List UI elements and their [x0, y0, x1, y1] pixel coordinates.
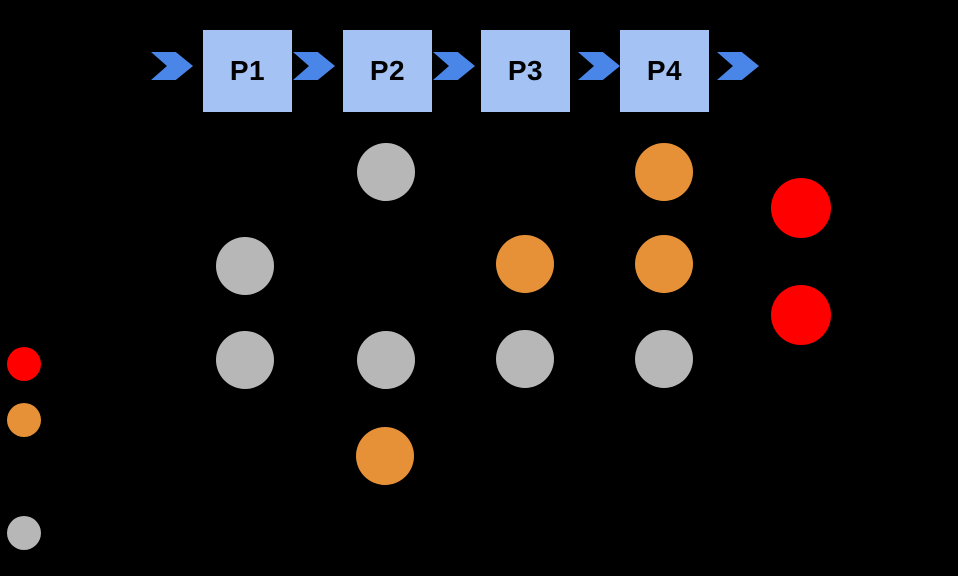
legend-gray-circle — [7, 516, 41, 550]
flow-input-arrow-icon — [151, 52, 193, 80]
gray-circle — [216, 331, 274, 389]
process-box-p2-label: P2 — [369, 55, 406, 86]
flow-arrow-p1-p2-icon — [293, 52, 335, 80]
orange-circle — [635, 143, 693, 201]
red-circle — [771, 285, 831, 345]
flow-arrow-p2-p3-icon — [433, 52, 475, 80]
flow-arrow-p3-p4-icon — [578, 52, 620, 80]
gray-circle — [357, 143, 415, 201]
legend-orange-circle — [7, 403, 41, 437]
process-box-p4-label: P4 — [646, 55, 683, 86]
process-box-p2: P2 — [343, 30, 432, 112]
process-box-p4: P4 — [620, 30, 709, 112]
orange-circle — [356, 427, 414, 485]
gray-circle — [496, 330, 554, 388]
process-box-p1-label: P1 — [229, 55, 266, 86]
flow-output-arrow-icon — [717, 52, 759, 80]
process-box-p1: P1 — [203, 30, 292, 112]
red-circle — [771, 178, 831, 238]
process-box-p3-label: P3 — [507, 55, 544, 86]
process-box-p3: P3 — [481, 30, 570, 112]
gray-circle — [216, 237, 274, 295]
legend-red-circle — [7, 347, 41, 381]
gray-circle — [357, 331, 415, 389]
gray-circle — [635, 330, 693, 388]
orange-circle — [496, 235, 554, 293]
orange-circle — [635, 235, 693, 293]
